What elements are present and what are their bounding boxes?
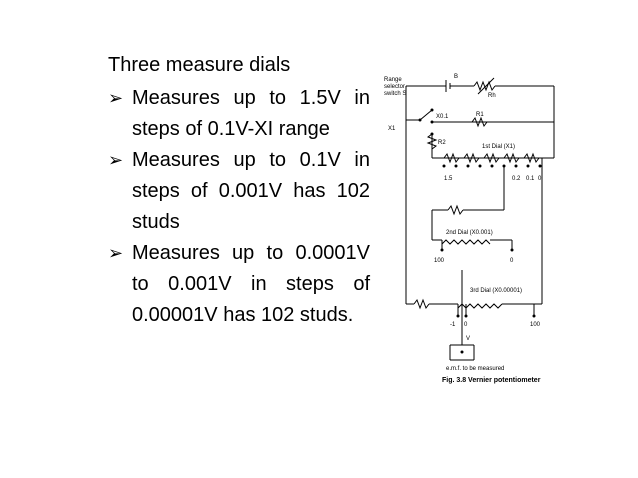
arrow-bullet-icon: ➢ <box>108 243 124 263</box>
dial1-tick-label: 0 <box>538 176 542 182</box>
arrow-bullet-icon: ➢ <box>108 150 124 170</box>
dial2-label: 2nd Dial (X0.001) <box>446 230 493 236</box>
bullet-item-2: ➢ Measures up to 0.1V in steps of 0.001V… <box>108 145 370 238</box>
dial1-label: 1st Dial (X1) <box>482 144 515 150</box>
bullet-item-1: ➢ Measures up to 1.5V in steps of 0.1V-X… <box>108 83 370 145</box>
dial2-tick-label: 0 <box>510 258 514 264</box>
dial3-tick-label: 100 <box>530 322 541 328</box>
x01-label: X0.1 <box>436 114 449 120</box>
slide-heading: Three measure dials <box>108 54 291 76</box>
r2-label: R2 <box>438 140 446 146</box>
text-column: Three measure dials ➢ Measures up to 1.5… <box>108 50 370 331</box>
range-selector-label-1: Range <box>384 77 402 83</box>
x1-label: X1 <box>388 126 396 132</box>
arrow-bullet-icon: ➢ <box>108 88 124 108</box>
dial1-tick-label: 1.5 <box>444 176 453 182</box>
range-selector-label-3: switch S <box>384 91 406 97</box>
emf-label: e.m.f. to be measured <box>446 366 504 372</box>
dial2-tick-label: 100 <box>434 258 445 264</box>
dial3-tick-label: 0 <box>464 322 468 328</box>
bullet-text-1: Measures up to 1.5V in steps of 0.1V-XI … <box>132 87 370 140</box>
dial1-tick-label: 0.2 <box>512 176 521 182</box>
voltmeter-label: V <box>466 336 470 342</box>
dial3-label: 3rd Dial (X0.00001) <box>470 288 522 294</box>
r1-label: R1 <box>476 112 484 118</box>
battery-label: B <box>454 74 458 80</box>
dial1-tick-label: 0.1 <box>526 176 535 182</box>
bullet-text-3: Measures up to 0.0001V to 0.001V in step… <box>132 242 370 326</box>
bullet-item-3: ➢ Measures up to 0.0001V to 0.001V in st… <box>108 238 370 331</box>
bullet-text-2: Measures up to 0.1V in steps of 0.001V h… <box>132 149 370 233</box>
range-selector-label-2: selector <box>384 84 405 90</box>
dial3-tick-label: -1 <box>450 322 456 328</box>
vernier-potentiometer-diagram: B Rh Range selector switch S X0.1 X1 R1 … <box>384 74 555 384</box>
rheostat-label: Rh <box>488 93 496 99</box>
figure-caption: Fig. 3.8 Vernier potentiometer <box>442 377 541 384</box>
